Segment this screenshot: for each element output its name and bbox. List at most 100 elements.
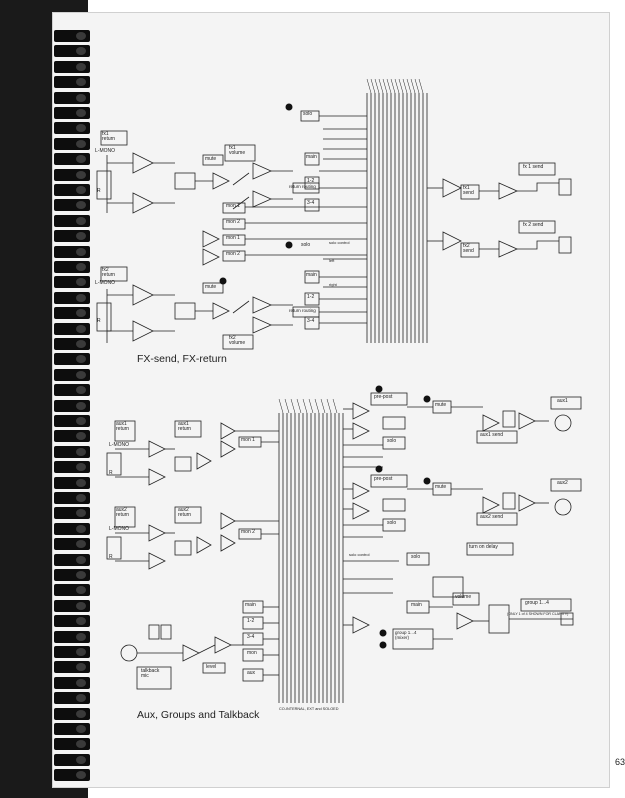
binding-ring <box>54 630 90 643</box>
binding-hole <box>76 278 86 287</box>
binding-ring <box>54 522 90 535</box>
aux2-mute-label: mute <box>435 484 447 490</box>
binding-hole <box>76 78 86 87</box>
binding-ring <box>54 738 90 751</box>
manual-page: fx1 return L-MONO R mute fx1 volume retu… <box>52 12 625 788</box>
aux2-l-mono-label: L-MONO <box>109 526 129 532</box>
binding-ring <box>54 384 90 397</box>
binding-hole <box>76 309 86 318</box>
binding-hole <box>76 571 86 579</box>
binding-hole <box>76 771 86 780</box>
binding-ring <box>54 307 90 320</box>
binding-hole <box>76 293 86 302</box>
spiral-binding <box>54 0 94 798</box>
binding-hole <box>76 540 86 549</box>
aux1-pre-post-label: pre-post <box>374 394 393 400</box>
binding-hole <box>76 170 86 179</box>
binding-ring <box>54 276 90 289</box>
binding-hole <box>76 725 86 733</box>
fx2-send-label: fx2 send <box>463 243 474 255</box>
aux2-r-label: R <box>109 554 113 560</box>
binding-ring <box>54 291 90 304</box>
fx2-main-label: main <box>306 272 317 278</box>
binding-hole <box>76 755 86 764</box>
binding-hole <box>76 324 86 333</box>
binding-ring <box>54 461 90 474</box>
binding-ring <box>54 723 90 735</box>
fx2-solo-control-label: solo control <box>329 240 350 245</box>
fx-caption: FX-send, FX-return <box>137 353 227 365</box>
fx1-return-label: fx1 return <box>102 131 116 143</box>
fx1-send-output-label: fx 1 send <box>523 164 544 170</box>
binding-hole <box>76 663 86 672</box>
binding-ring <box>54 230 90 243</box>
binding-ring <box>54 60 90 73</box>
binding-ring <box>54 184 90 196</box>
binding-hole <box>76 648 86 656</box>
binding-hole <box>76 263 86 271</box>
r-label-2: R <box>97 318 101 324</box>
binding-hole <box>76 62 86 71</box>
binding-ring <box>54 707 90 720</box>
binding-ring <box>54 646 90 658</box>
binding-ring <box>54 753 90 766</box>
binding-hole <box>76 678 86 687</box>
group-main-label: main <box>411 602 422 608</box>
binding-hole <box>76 478 86 487</box>
binding-ring <box>54 584 90 597</box>
binding-ring <box>54 661 90 674</box>
binding-ring <box>54 615 90 628</box>
binding-ring <box>54 91 90 104</box>
fx2-left-label: left <box>329 258 335 263</box>
binding-hole <box>76 555 86 564</box>
aux2-solo-label: solo <box>387 520 397 526</box>
fx1-solo-label: solo <box>303 111 313 117</box>
binding-hole <box>76 247 86 256</box>
binding-hole <box>76 524 86 533</box>
binding-ring <box>54 368 90 381</box>
fx2-bus34-label: 3-4 <box>307 318 315 324</box>
binding-ring <box>54 445 90 458</box>
aux-caption: Aux, Groups and Talkback <box>137 709 260 721</box>
binding-hole <box>76 432 86 441</box>
binding-hole <box>76 355 86 364</box>
group-volume-label: volume <box>455 594 472 600</box>
fx2-mute-label: mute <box>205 284 217 290</box>
binding-hole <box>76 370 86 379</box>
binding-ring <box>54 569 90 581</box>
binding-hole <box>76 463 86 472</box>
binding-hole <box>76 417 86 425</box>
talkback-bus34-label: 3-4 <box>247 634 255 640</box>
aux1-send-label: aux1 send <box>480 432 504 438</box>
binding-ring <box>54 538 90 551</box>
fx1-send-label: fx1 send <box>463 185 474 197</box>
talkback-level-label: level <box>206 664 217 670</box>
binding-hole <box>76 216 86 225</box>
fx1-mon1-label: mon 1 <box>226 203 240 209</box>
talkback-main-label: main <box>245 602 256 608</box>
fx2-send-output-label: fx 2 send <box>523 222 544 228</box>
fx1-bus34-label: 3-4 <box>307 200 315 206</box>
group-out-label: group 1...4 <box>525 600 549 606</box>
binding-ring <box>54 507 90 520</box>
fx1-mon2-label: mon 2 <box>226 219 240 225</box>
binding-hole <box>76 47 86 56</box>
binding-ring <box>54 338 90 350</box>
aux-mon1-label: mon 1 <box>241 437 255 443</box>
binding-hole <box>76 186 86 194</box>
aux1-return-label: aux1 return <box>116 421 130 433</box>
binding-ring <box>54 122 90 135</box>
binding-ring <box>54 322 90 335</box>
talkback-mic-label: talkback mic <box>141 668 160 680</box>
aux2-send-label: aux2 send <box>480 514 504 520</box>
turn-on-delay-label: turn on delay <box>469 544 498 550</box>
binding-hole <box>76 109 86 117</box>
page-number: 63 <box>615 757 625 767</box>
binding-ring <box>54 76 90 89</box>
fx2-right-label: right <box>329 282 337 287</box>
binding-hole <box>76 139 86 148</box>
l-mono-label: L-MONO <box>95 148 115 154</box>
binding-ring <box>54 214 90 227</box>
fx1-mute-label: mute <box>205 156 217 162</box>
group-note-label: (ONLY 1 of 4 SHOWN FOR CLARITY) <box>507 612 569 616</box>
